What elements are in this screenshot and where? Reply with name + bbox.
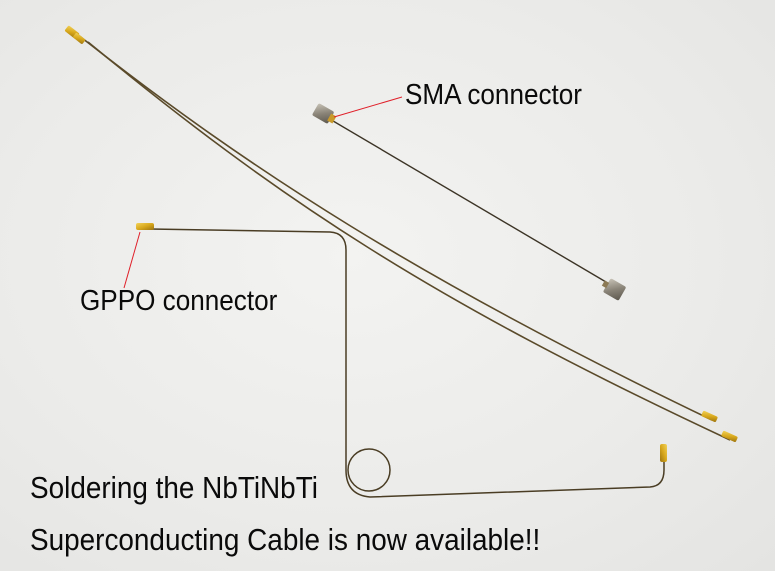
long-cable-a bbox=[81, 37, 713, 421]
gold-connector-top-left-2 bbox=[73, 33, 86, 44]
sma-connector-top bbox=[312, 103, 337, 124]
announcement-line-1: Soldering the NbTiNbTi bbox=[30, 470, 318, 505]
gppo-leader-line bbox=[123, 231, 141, 289]
sma-connector-label: SMA connector bbox=[405, 79, 582, 111]
gppo-connector-right bbox=[660, 444, 667, 462]
gold-connector-right-a bbox=[701, 410, 718, 422]
long-cable-b bbox=[87, 41, 731, 441]
sma-connector-bottom bbox=[601, 278, 626, 301]
gppo-connector-left bbox=[136, 223, 154, 230]
gppo-cable-loop bbox=[347, 448, 391, 492]
gppo-cable bbox=[149, 228, 665, 498]
sma-cable bbox=[327, 117, 607, 283]
gppo-connector-label: GPPO connector bbox=[80, 285, 278, 317]
sma-leader-line bbox=[333, 96, 403, 118]
gold-connector-right-b bbox=[721, 430, 738, 442]
announcement-line-2: Superconducting Cable is now available!! bbox=[30, 522, 541, 557]
